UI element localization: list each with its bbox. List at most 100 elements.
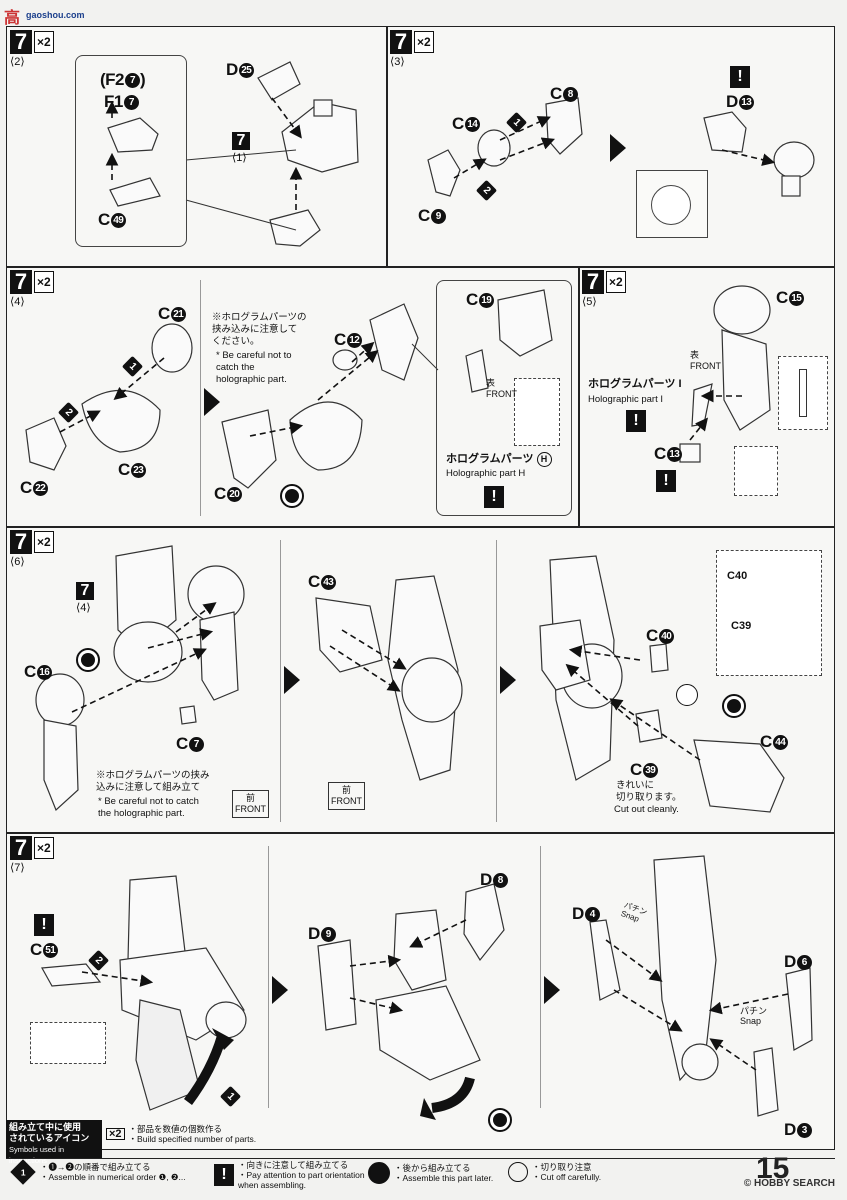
detail-inset (636, 170, 708, 238)
cut-note-jp: きれいに 切り取ります。 (616, 780, 682, 803)
order-marker-2: 2 (87, 949, 110, 972)
legend-divider (6, 1158, 835, 1159)
next-arrow-icon (610, 134, 626, 162)
hobby-search-watermark: © HOBBY SEARCH (743, 1178, 835, 1189)
col-divider-1 (386, 26, 388, 266)
legend-later: ・後から組み立てる・Assemble this part later. (368, 1162, 493, 1184)
substep-divider (268, 846, 269, 1108)
step-7-2-badge: 7×2 ⟨2⟩ (10, 30, 54, 68)
holo-detail-inset (436, 280, 572, 516)
site-url: gaoshou.com (26, 10, 85, 20)
holo-caution-jp: ※ホログラムパーツの挟み 込みに注意して組み立て (96, 770, 210, 793)
ref-step-7-1: 7 ⟨1⟩ (232, 132, 250, 164)
holo-caution-jp: ※ホログラムパーツの 挟み込みに注意して ください。 (212, 312, 307, 347)
holo-part-h-en: Holographic part H (446, 468, 526, 479)
col-divider-2 (578, 266, 580, 526)
cut-note-en: Cut out cleanly. (614, 804, 679, 815)
substep-divider (540, 846, 541, 1108)
step-7-4-badge: 7×2 ⟨4⟩ (10, 270, 54, 308)
part-detail-inset (734, 446, 778, 496)
inset-label-c39: C39 (731, 620, 752, 632)
next-arrow-icon (544, 976, 560, 1004)
orientation-warning-icon: ! (484, 486, 504, 508)
order-marker-1: 1 (505, 111, 528, 134)
step-7-6-badge: 7×2 ⟨6⟩ (10, 530, 54, 568)
legend-cut: ・切り取り注意・Cut off carefully. (508, 1162, 601, 1182)
inset-label-c40: C40 (727, 570, 748, 582)
orientation-warning-icon: ! (656, 470, 676, 492)
step-7-3-badge: 7×2 ⟨3⟩ (390, 30, 434, 68)
order-marker-1: 1 (219, 1085, 242, 1108)
holo-part-h-label: ホログラムパーツ H (446, 452, 552, 467)
holo-part-i-en: Holographic part I (588, 394, 663, 405)
orientation-warning-icon: ! (34, 914, 54, 936)
part-detail-inset (30, 1022, 106, 1064)
snap-label: パチン Snap (740, 1006, 768, 1026)
legend-multiply: ×2 ・部品を数値の個数作る・Build specified number of… (106, 1124, 256, 1144)
order-marker-1: 1 (121, 355, 144, 378)
assemble-later-icon (488, 1108, 512, 1132)
next-arrow-icon (204, 388, 220, 416)
legend-order: 1 ・❶→❷の順番で組み立てる・Assemble in numerical or… (10, 1159, 186, 1185)
cut-caution-icon (676, 684, 698, 706)
holo-caution-en: * Be careful not to catch the holographi… (216, 350, 292, 385)
step-7-7-badge: 7×2 ⟨7⟩ (10, 836, 54, 874)
ref-step-7-4: 7 ⟨4⟩ (76, 582, 94, 614)
orientation-warning-icon: ! (626, 410, 646, 432)
holo-caution-en: * Be careful not to catch the holographi… (98, 796, 199, 819)
detail-inset: C40 C39 (716, 550, 822, 676)
substep-divider (200, 280, 201, 516)
order-marker-2: 2 (475, 179, 498, 202)
site-watermark: 高 (4, 10, 21, 27)
assemble-later-icon (76, 648, 100, 672)
assemble-later-icon (722, 694, 746, 718)
holo-shape-inset (514, 378, 560, 446)
assemble-later-icon (280, 484, 304, 508)
order-marker-2: 2 (57, 401, 80, 424)
substep-divider (280, 540, 281, 822)
orientation-warning-icon: ! (730, 66, 750, 88)
legend-title: 組み立て中に使用 されているアイコン Symbols used in instr… (6, 1120, 102, 1165)
next-arrow-icon (272, 976, 288, 1004)
substep-divider (496, 540, 497, 822)
legend-orientation: ! ・向きに注意して組み立てる・Pay attention to part or… (214, 1160, 365, 1190)
step-7-5-badge: 7×2 ⟨5⟩ (582, 270, 626, 308)
row-divider-1 (6, 266, 835, 268)
row-divider-3 (6, 832, 835, 834)
holo-shape-inset (778, 356, 828, 430)
holo-part-i-label: ホログラムパーツ I (588, 378, 682, 390)
row-divider-2 (6, 526, 835, 528)
